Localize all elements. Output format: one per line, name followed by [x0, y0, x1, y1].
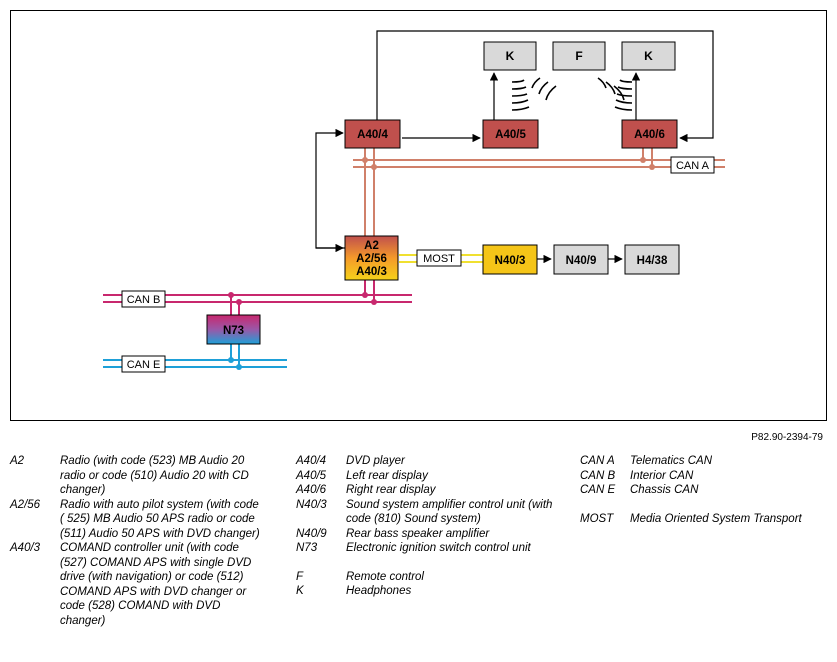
legend-code: A2	[10, 455, 25, 467]
legend-row: A2 Radio (with code (523) MB Audio 20 rad…	[10, 454, 265, 498]
can-a-bus	[353, 148, 725, 236]
legend-desc: Media Oriented System Transport	[630, 512, 802, 525]
legend-desc: Chassis CAN	[630, 484, 699, 496]
legend-desc: Left rear display	[346, 469, 428, 482]
legend-row: A40/4 DVD player	[296, 454, 566, 469]
node-k-left: K	[483, 41, 537, 71]
reference-code: P82.90-2394-79	[751, 432, 823, 443]
node-a2-label-1: A2	[364, 240, 379, 252]
legend-code: A40/3	[10, 542, 41, 554]
legend-column-3: CAN A Telematics CAN CAN B Interior CAN CA…	[580, 454, 830, 526]
node-n40-9-label: N40/9	[566, 255, 597, 267]
legend-code: A40/4	[296, 455, 327, 467]
legend-desc: Headphones	[346, 585, 412, 597]
node-n73: N73	[206, 314, 261, 345]
legend-code: A40/6	[296, 484, 327, 496]
can-e-label-box	[121, 355, 166, 373]
legend-code: CAN A	[580, 455, 615, 467]
legend-row: A40/3 COMAND controller unit (with code (…	[10, 541, 265, 628]
legend-row: F Remote control	[296, 570, 566, 585]
legend-code: N40/3	[296, 498, 327, 511]
node-a2-label-3: A40/3	[356, 266, 387, 278]
legend-desc: Radio (with code (523) MB Audio 20 radio…	[60, 455, 249, 496]
most-label: MOST	[423, 253, 455, 265]
can-a-label: CAN A	[676, 160, 710, 172]
legend-desc: Radio with auto pilot system (with code …	[60, 498, 260, 540]
wireless-waves-right	[597, 77, 633, 111]
node-a2-label-2: A2/56	[356, 253, 387, 265]
node-a40-6: A40/6	[621, 119, 678, 149]
legend-code: K	[296, 585, 304, 597]
legend-row: N40/3 Sound system amplifier control unit…	[296, 498, 566, 527]
legend-row: CAN A Telematics CAN	[580, 454, 802, 469]
legend-column-1: A2 Radio (with code (523) MB Audio 20 rad…	[10, 454, 265, 628]
legend-code: A2/56	[10, 498, 41, 511]
a40-4-to-a40-6-link	[376, 30, 714, 143]
legend-row: N40/9 Rear bass speaker amplifier	[296, 527, 566, 542]
legend-desc: Telematics CAN	[630, 455, 713, 467]
legend-column-2: A40/4 DVD player A40/5 Left rear display A…	[296, 454, 566, 599]
node-n40-3-label: N40/3	[495, 255, 526, 267]
legend-row: MOST Media Oriented System Transport	[580, 512, 802, 527]
legend-desc: Sound system amplifier control unit (wit…	[346, 498, 553, 526]
can-b-junctions	[228, 292, 377, 305]
legend-row: K Headphones	[296, 584, 566, 599]
node-h4-38: H4/38	[624, 244, 680, 275]
most-label-box	[416, 249, 462, 267]
legend-row: CAN E Chassis CAN	[580, 483, 802, 498]
legend-code: N73	[296, 542, 318, 554]
wiring-diagram: CAN A CAN B CAN E MOST K	[10, 10, 827, 421]
node-k-right-label: K	[644, 49, 653, 63]
legend-code: F	[296, 570, 304, 583]
legend-code: MOST	[580, 512, 614, 525]
legend-desc: COMAND controller unit (with code (527) …	[60, 542, 252, 627]
can-a-label-box	[670, 156, 715, 174]
node-n40-3: N40/3	[482, 244, 538, 275]
legend-desc: Interior CAN	[630, 469, 694, 482]
legend-spacer	[580, 498, 802, 512]
node-a40-5-label: A40/5	[495, 129, 526, 141]
legend-spacer	[296, 556, 566, 570]
node-n73-label: N73	[223, 325, 244, 337]
can-b-label-box	[121, 290, 166, 308]
node-f: F	[552, 41, 606, 71]
legend-code: CAN B	[580, 469, 616, 482]
node-a40-4: A40/4	[344, 119, 401, 149]
legend-code: N40/9	[296, 527, 327, 540]
node-h4-38-label: H4/38	[637, 255, 668, 267]
node-n40-9: N40/9	[553, 244, 609, 275]
wireless-waves-left	[511, 77, 557, 111]
legend-desc: Remote control	[346, 570, 424, 583]
legend-desc: Rear bass speaker amplifier	[346, 527, 490, 540]
legend-desc: Right rear display	[346, 484, 436, 496]
can-b-label: CAN B	[127, 294, 161, 306]
node-a40-6-label: A40/6	[634, 129, 665, 141]
node-a40-5: A40/5	[482, 119, 539, 149]
legend-desc: DVD player	[346, 455, 405, 467]
legend-code: A40/5	[296, 469, 327, 482]
legend-row: A2/56 Radio with auto pilot system (with …	[10, 498, 265, 542]
can-e-junctions	[228, 357, 242, 370]
node-a2: A2 A2/56 A40/3	[344, 235, 399, 281]
legend-code: CAN E	[580, 484, 616, 496]
legend-row: N73 Electronic ignition switch control un…	[296, 541, 566, 556]
node-k-left-label: K	[506, 49, 515, 63]
node-k-right: K	[621, 41, 676, 71]
diagram-frame	[10, 10, 827, 421]
can-a-junctions	[362, 157, 655, 170]
legend-desc: Electronic ignition switch control unit	[346, 542, 531, 554]
can-e-label: CAN E	[127, 359, 161, 371]
legend-row: A40/6 Right rear display	[296, 483, 566, 498]
node-a40-4-label: A40/4	[357, 129, 388, 141]
legend-row: CAN B Interior CAN	[580, 469, 802, 484]
node-f-label: F	[575, 49, 582, 63]
legend-row: A40/5 Left rear display	[296, 469, 566, 484]
